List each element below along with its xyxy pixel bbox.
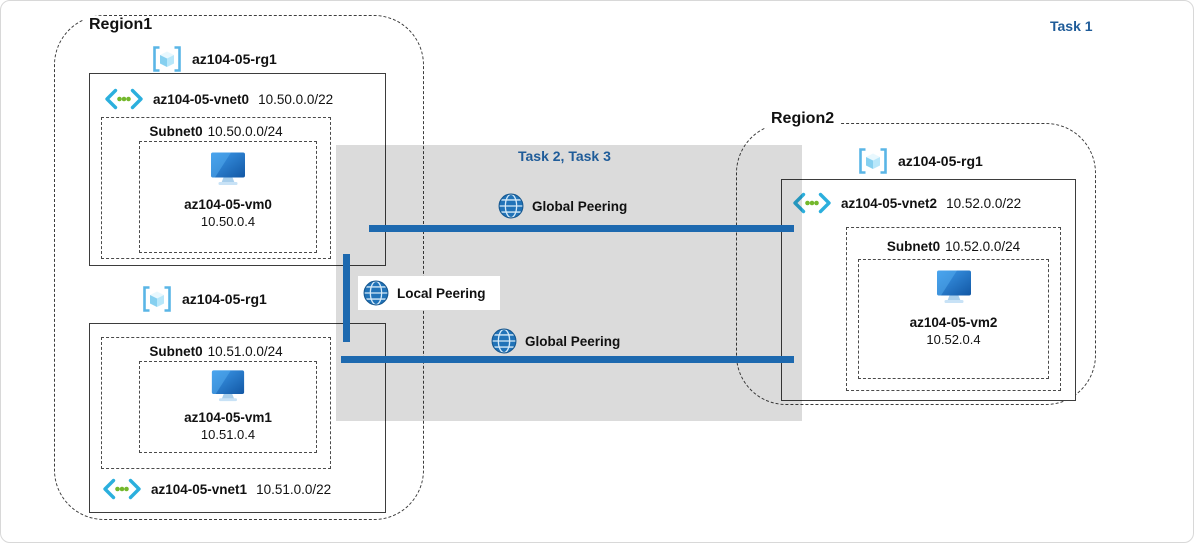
subnet0c-label: Subnet0 10.52.0.0/24: [846, 239, 1061, 254]
rg-box-bottom-left: [89, 323, 386, 513]
vm1-ip: 10.51.0.4: [200, 427, 256, 442]
subnet0c-name: Subnet0: [886, 239, 941, 254]
vm2-box: az104-05-vm2 10.52.0.4: [858, 259, 1049, 379]
peering-globe-icon: [363, 280, 389, 306]
global-peering-line-bottom: [341, 356, 794, 363]
global-peering-bottom-label: Global Peering: [525, 333, 621, 349]
resource-group-icon: [151, 45, 183, 73]
vnet0-row: az104-05-vnet0 10.50.0.0/22: [104, 88, 333, 110]
global-peering-top: Global Peering: [498, 193, 627, 219]
vnet1-row: az104-05-vnet1 10.51.0.0/22: [102, 478, 331, 500]
peering-globe-icon: [491, 328, 517, 354]
region2-label: Region2: [765, 110, 841, 128]
region1-boundary: [54, 15, 424, 520]
rg-right-name: az104-05-rg1: [898, 153, 983, 169]
resource-group-icon: [857, 147, 889, 175]
vnet2-name: az104-05-vnet2: [841, 195, 938, 211]
subnet0c-box: [846, 227, 1061, 391]
subnet0a-name: Subnet0: [149, 124, 203, 139]
global-peering-top-label: Global Peering: [532, 198, 628, 214]
resource-group-icon: [141, 285, 173, 313]
vm2-name: az104-05-vm2: [909, 315, 998, 330]
global-peering-line-top: [369, 225, 794, 232]
virtual-network-icon: [104, 88, 144, 110]
virtual-machine-icon: [210, 369, 246, 402]
vnet0-name: az104-05-vnet0: [153, 91, 250, 107]
vnet1-name: az104-05-vnet1: [151, 481, 248, 497]
local-peering-label: Local Peering: [397, 285, 486, 301]
vnet0-cidr: 10.50.0.0/22: [258, 91, 334, 107]
subnet0b-cidr: 10.51.0.0/24: [207, 344, 283, 359]
vnet2-row: az104-05-vnet2 10.52.0.0/22: [792, 192, 1021, 214]
vm2-ip: 10.52.0.4: [926, 332, 981, 347]
vnet2-cidr: 10.52.0.0/22: [946, 195, 1022, 211]
subnet0b-box: [101, 337, 331, 469]
rg-top-left-name: az104-05-rg1: [192, 51, 277, 67]
subnet0b-label: Subnet0 10.51.0.0/24: [101, 344, 331, 359]
rg-top-left-header: az104-05-rg1: [151, 45, 277, 73]
local-peering: Local Peering: [358, 276, 500, 310]
peering-globe-icon: [498, 193, 524, 219]
global-peering-bottom: Global Peering: [491, 328, 620, 354]
region1-label: Region1: [83, 16, 159, 34]
virtual-machine-icon: [935, 269, 973, 304]
virtual-network-icon: [102, 478, 142, 500]
rg-bottom-left-header: az104-05-rg1: [141, 285, 267, 313]
subnet0a-box: [101, 117, 331, 259]
region2-boundary: [736, 123, 1096, 405]
vm0-box: az104-05-vm0 10.50.0.4: [139, 141, 317, 253]
rg-right-header: az104-05-rg1: [857, 147, 983, 175]
vnet1-cidr: 10.51.0.0/22: [256, 481, 332, 497]
local-peering-line: [343, 254, 350, 342]
subnet0a-cidr: 10.50.0.0/24: [207, 124, 283, 139]
rg-box-right: [781, 179, 1076, 401]
vm1-box: az104-05-vm1 10.51.0.4: [139, 361, 317, 453]
subnet0b-name: Subnet0: [149, 344, 203, 359]
task1-label: Task 1: [1050, 18, 1093, 34]
vm0-name: az104-05-vm0: [184, 197, 272, 212]
vm1-name: az104-05-vm1: [184, 410, 272, 425]
vm0-ip: 10.50.0.4: [200, 214, 256, 229]
virtual-machine-icon: [209, 151, 247, 186]
subnet0a-label: Subnet0 10.50.0.0/24: [101, 124, 331, 139]
subnet0c-cidr: 10.52.0.0/24: [945, 239, 1021, 254]
task23-label: Task 2, Task 3: [518, 148, 611, 164]
rg-bottom-left-name: az104-05-rg1: [182, 291, 267, 307]
